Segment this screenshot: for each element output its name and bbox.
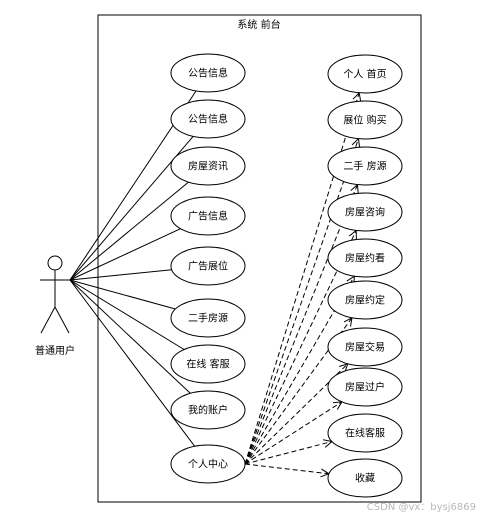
include-line [244, 184, 358, 465]
include-line [244, 275, 355, 465]
use-case-ellipse [170, 390, 246, 430]
use-case-ellipse [170, 53, 246, 93]
use-case-ellipse [327, 192, 403, 232]
use-case-ellipse [327, 413, 403, 453]
right-use-case[interactable]: 房屋约看 [327, 238, 403, 278]
watermark: CSDN @vx：bysj6869 [367, 502, 476, 513]
right-use-case[interactable]: 房屋约定 [327, 280, 403, 320]
use-case-label: 展位 购买 [343, 114, 386, 127]
use-case-ellipse [170, 444, 246, 484]
use-case-label: 个人中心 [188, 458, 228, 471]
include-line [244, 92, 360, 465]
use-case-label: 房屋咨询 [345, 206, 385, 219]
use-case-label: 广告信息 [188, 210, 228, 223]
right-use-case[interactable]: 在线客服 [327, 413, 403, 453]
right-use-case[interactable]: 房屋交易 [327, 327, 403, 367]
use-case-ellipse [327, 54, 403, 94]
include-line [244, 138, 359, 465]
association-line [69, 279, 191, 394]
right-use-case[interactable]: 展位 购买 [327, 100, 403, 140]
use-case-ellipse [170, 196, 246, 236]
system-boundary [97, 14, 422, 503]
include-line [244, 230, 357, 465]
left-use-case[interactable]: 我的账户 [170, 390, 246, 430]
use-case-label: 在线客服 [345, 427, 385, 440]
left-use-case[interactable]: 广告展位 [170, 246, 246, 286]
association-line [69, 181, 189, 281]
right-use-case[interactable]: 房屋咨询 [327, 192, 403, 232]
actor-left-leg [40, 306, 56, 334]
actor-head [47, 255, 63, 271]
association-line [69, 279, 196, 447]
use-case-ellipse [170, 344, 246, 384]
left-use-case[interactable]: 房屋资讯 [170, 146, 246, 186]
use-case-label: 在线 客服 [186, 358, 229, 371]
right-use-case[interactable]: 收藏 [327, 458, 403, 498]
use-case-ellipse [327, 146, 403, 186]
use-case-ellipse [327, 100, 403, 140]
use-case-ellipse [327, 280, 403, 320]
association-line [69, 228, 181, 281]
include-line [244, 463, 329, 475]
use-case-label: 个人 首页 [343, 68, 386, 81]
use-case-ellipse [170, 298, 246, 338]
include-line [244, 401, 343, 465]
association-line [69, 269, 172, 281]
left-use-case[interactable]: 在线 客服 [170, 344, 246, 384]
use-case-ellipse [327, 327, 403, 367]
left-use-case[interactable]: 广告信息 [170, 196, 246, 236]
use-case-ellipse [170, 99, 246, 139]
use-case-ellipse [327, 367, 403, 407]
association-line [69, 279, 176, 310]
use-case-label: 房屋约看 [345, 252, 385, 265]
use-case-label: 房屋资讯 [188, 160, 228, 173]
actor-name: 普通用户 [35, 344, 75, 357]
actor-figure [40, 255, 70, 334]
right-use-case[interactable]: 二手 房源 [327, 146, 403, 186]
use-case-ellipse [170, 246, 246, 286]
association-line [69, 279, 185, 350]
use-case-label: 我的账户 [188, 404, 228, 417]
use-case-label: 公告信息 [188, 113, 228, 126]
include-line [244, 317, 353, 465]
actor-right-leg [54, 306, 70, 334]
use-case-label: 房屋交易 [345, 341, 385, 354]
use-case-ellipse [170, 146, 246, 186]
left-use-case[interactable]: 二手房源 [170, 298, 246, 338]
use-case-label: 房屋过户 [345, 381, 385, 394]
left-use-case[interactable]: 公告信息 [170, 53, 246, 93]
use-case-label: 二手 房源 [343, 160, 386, 173]
system-title: 系统 前台 [237, 18, 280, 31]
left-use-case[interactable]: 公告信息 [170, 99, 246, 139]
use-case-label: 房屋约定 [345, 294, 385, 307]
use-case-ellipse [327, 458, 403, 498]
use-case-ellipse [327, 238, 403, 278]
include-line [244, 441, 333, 465]
use-case-label: 收藏 [355, 472, 375, 485]
right-use-case[interactable]: 个人 首页 [327, 54, 403, 94]
use-case-label: 二手房源 [188, 312, 228, 325]
left-use-case[interactable]: 个人中心 [170, 444, 246, 484]
use-case-label: 广告展位 [188, 260, 228, 273]
right-use-case[interactable]: 房屋过户 [327, 367, 403, 407]
use-case-label: 公告信息 [188, 67, 228, 80]
